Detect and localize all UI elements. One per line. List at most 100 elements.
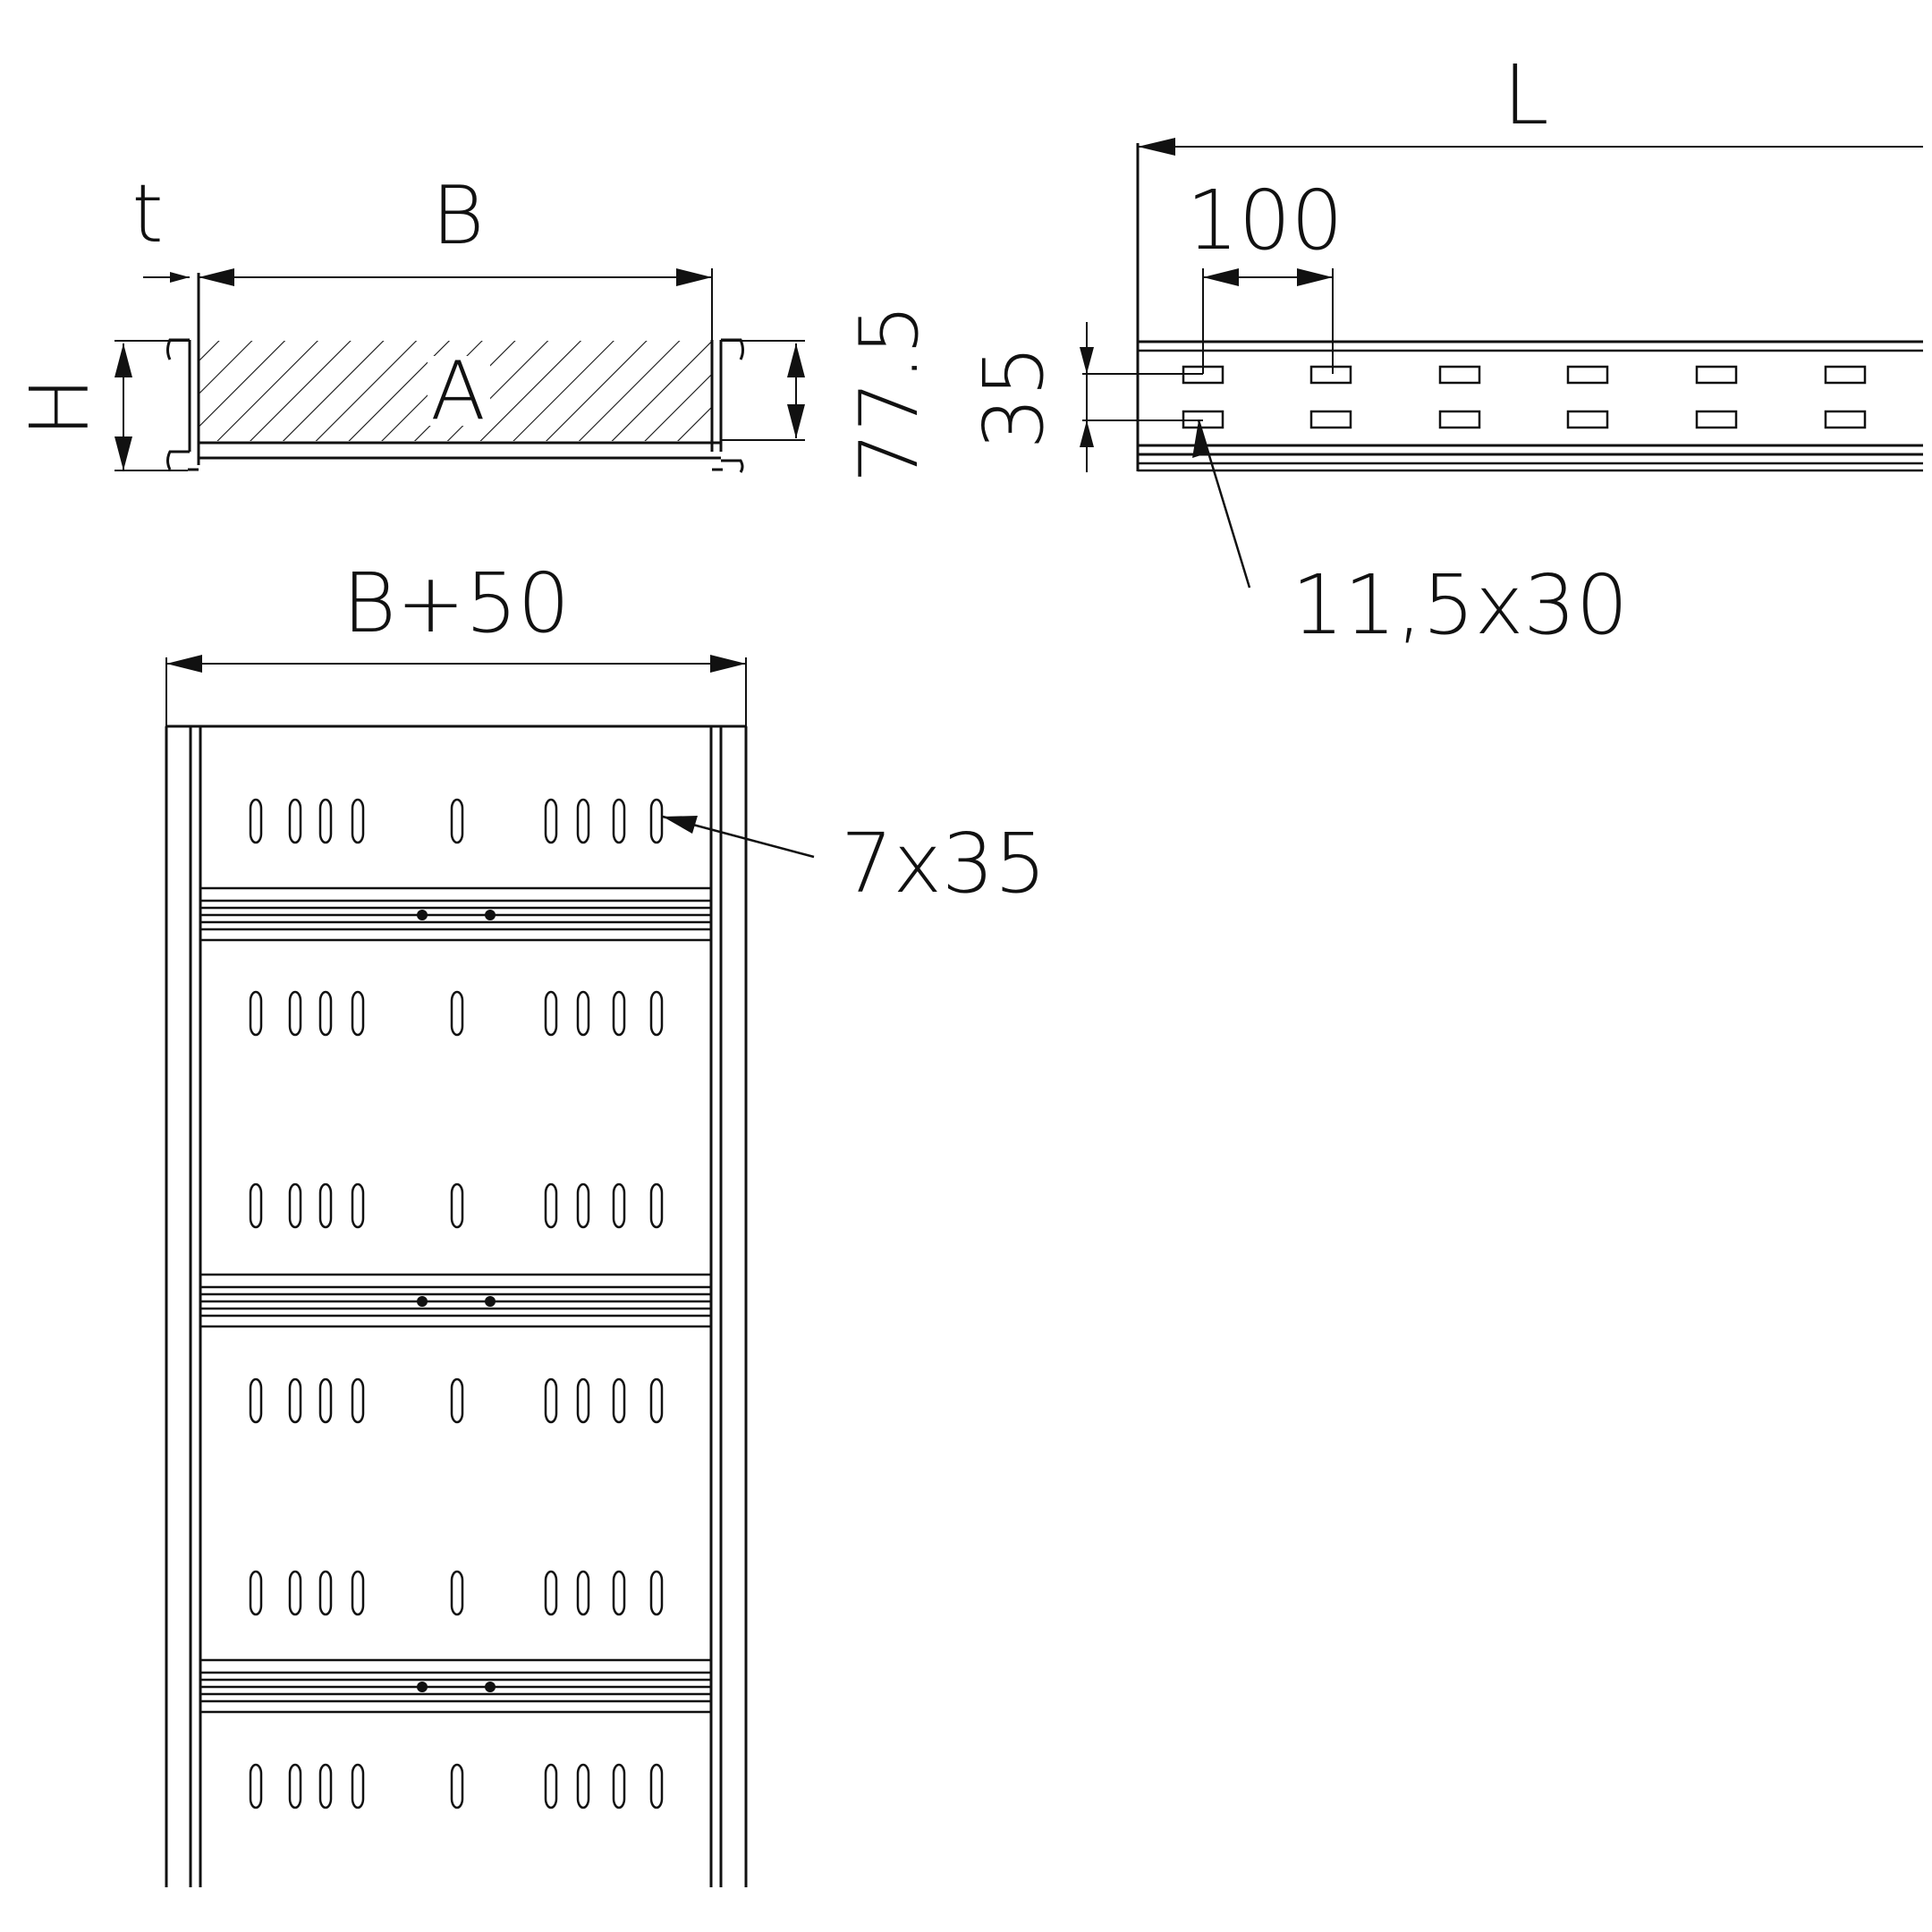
dim-B-arrow-right <box>676 268 712 286</box>
floor-slot-2-2 <box>318 1182 333 1229</box>
floor-slot-5-5 <box>544 1763 558 1809</box>
floor-slot-3-4 <box>450 1377 464 1424</box>
side-hole-0-3 <box>1566 365 1609 385</box>
floor-slot-3-8 <box>649 1377 664 1424</box>
floor-slot-5-6 <box>576 1763 590 1809</box>
right-rail-lips <box>721 338 744 473</box>
floor-slot-0-6 <box>576 798 590 844</box>
floor-slot-5-3 <box>351 1763 365 1809</box>
beam-0-rivet-0 <box>417 910 428 920</box>
floor-slot-5-7 <box>612 1763 626 1809</box>
dim-100-arrow-left <box>1203 268 1239 286</box>
floor-slot-1-7 <box>612 990 626 1037</box>
floor-slot-4-7 <box>612 1570 626 1616</box>
floor-slot-4-8 <box>649 1570 664 1616</box>
area-label-backdrop <box>428 356 490 426</box>
beam-0-rivet-1 <box>485 910 496 920</box>
side-hole-0-4 <box>1695 365 1738 385</box>
beam-1-rivet-0 <box>417 1296 428 1307</box>
plan-view: B+50 7x35 <box>165 555 1046 1887</box>
floor-slot-2-0 <box>249 1182 263 1229</box>
floor-slot-2-5 <box>544 1182 558 1229</box>
floor-slot-3-5 <box>544 1377 558 1424</box>
floor-slot-1-1 <box>288 990 302 1037</box>
side-hole-1-0 <box>1182 410 1224 429</box>
floor-slot-0-3 <box>351 798 365 844</box>
floor-slots <box>249 798 664 1809</box>
floor-slot-1-8 <box>649 990 664 1037</box>
dim-t-label: t <box>131 167 163 261</box>
floor-slot-2-8 <box>649 1182 664 1229</box>
side-hole-0-5 <box>1824 365 1867 385</box>
floor-slot-3-3 <box>351 1377 365 1424</box>
hole-callout-arrow <box>1192 420 1209 458</box>
cross-beams <box>200 886 711 1714</box>
dim-775-label: 77.5 <box>843 304 936 483</box>
left-rail-profile <box>188 273 200 465</box>
dim-B50-arrow-left <box>166 655 202 673</box>
side-hole-1-4 <box>1695 410 1738 429</box>
dim-35-label: 35 <box>966 344 1062 449</box>
side-view: L 100 35 11,5x30 <box>966 47 1923 653</box>
floor-slot-0-1 <box>288 798 302 844</box>
side-hole-0-2 <box>1438 365 1481 385</box>
floor-slot-1-4 <box>450 990 464 1037</box>
dim-B50-label: B+50 <box>343 555 570 651</box>
side-hole-1-1 <box>1309 410 1352 429</box>
floor-slot-3-2 <box>318 1377 333 1424</box>
floor-slot-4-0 <box>249 1570 263 1616</box>
dim-100-label: 100 <box>1186 173 1343 268</box>
floor-slot-2-6 <box>576 1182 590 1229</box>
floor-slot-1-5 <box>544 990 558 1037</box>
floor-slot-0-5 <box>544 798 558 844</box>
floor-slot-2-7 <box>612 1182 626 1229</box>
floor-slot-1-2 <box>318 990 333 1037</box>
dim-H-arrow-bottom <box>114 436 132 470</box>
floor-slot-5-2 <box>318 1763 333 1809</box>
side-hole-1-5 <box>1824 410 1867 429</box>
left-rail-lips <box>166 338 190 470</box>
floor-slot-2-1 <box>288 1182 302 1229</box>
dim-100-arrow-right <box>1297 268 1333 286</box>
floor-slot-1-3 <box>351 990 365 1037</box>
dim-L-label: L <box>1503 47 1548 143</box>
floor-slot-4-5 <box>544 1570 558 1616</box>
slot-callout-arrow <box>663 816 698 834</box>
dim-775-arrow-top <box>787 343 805 377</box>
dim-775-arrow-bottom <box>787 404 805 438</box>
floor-slot-1-0 <box>249 990 263 1037</box>
cross-section-view: B t H 77.5 A <box>13 167 936 483</box>
floor-slot-4-1 <box>288 1570 302 1616</box>
dim-35-arrow-bottom <box>1080 420 1094 447</box>
dim-H-arrow-top <box>114 343 132 377</box>
floor-slot-0-0 <box>249 798 263 844</box>
area-A-label: A <box>430 344 486 438</box>
floor-slot-5-8 <box>649 1763 664 1809</box>
slot-callout-label: 7x35 <box>841 816 1046 911</box>
side-hole-1-3 <box>1566 410 1609 429</box>
floor-slot-3-1 <box>288 1377 302 1424</box>
floor-slot-3-7 <box>612 1377 626 1424</box>
floor-slot-4-2 <box>318 1570 333 1616</box>
floor-slot-3-0 <box>249 1377 263 1424</box>
floor-slot-4-4 <box>450 1570 464 1616</box>
beam-2-rivet-0 <box>417 1682 428 1692</box>
dim-B-arrow-left <box>199 268 234 286</box>
floor-slot-5-0 <box>249 1763 263 1809</box>
floor-slot-2-4 <box>450 1182 464 1229</box>
floor-slot-3-6 <box>576 1377 590 1424</box>
floor-slot-0-7 <box>612 798 626 844</box>
dim-B-label: B <box>432 169 485 263</box>
dim-H-label: H <box>13 377 107 437</box>
floor-slot-4-3 <box>351 1570 365 1616</box>
side-hole-0-1 <box>1309 365 1352 385</box>
floor-slot-5-4 <box>450 1763 464 1809</box>
beam-1-rivet-1 <box>485 1296 496 1307</box>
dim-t-arrow <box>170 272 190 283</box>
floor-slot-0-2 <box>318 798 333 844</box>
floor-slot-2-3 <box>351 1182 365 1229</box>
side-rail-holes <box>1182 365 1867 429</box>
hole-callout-label: 11,5x30 <box>1292 557 1628 653</box>
side-hole-0-0 <box>1182 365 1224 385</box>
